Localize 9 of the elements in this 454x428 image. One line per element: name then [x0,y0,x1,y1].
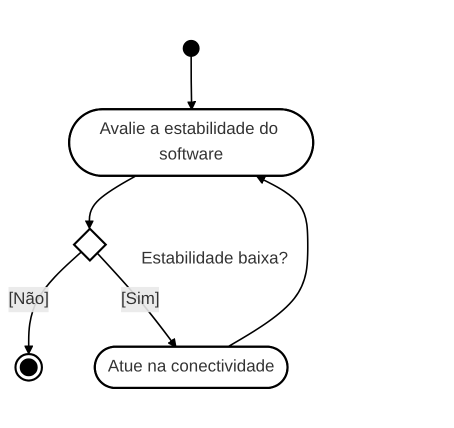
node-diamond [72,227,108,262]
arrow [96,252,177,348]
node-circle [182,40,200,57]
edge-label: [Não] [8,290,49,308]
arrow [84,176,136,229]
node-label: Estabilidade baixa? [141,250,288,268]
node-circle [14,352,43,382]
edge-label: [Sim] [120,290,160,308]
arrow [186,56,196,110]
